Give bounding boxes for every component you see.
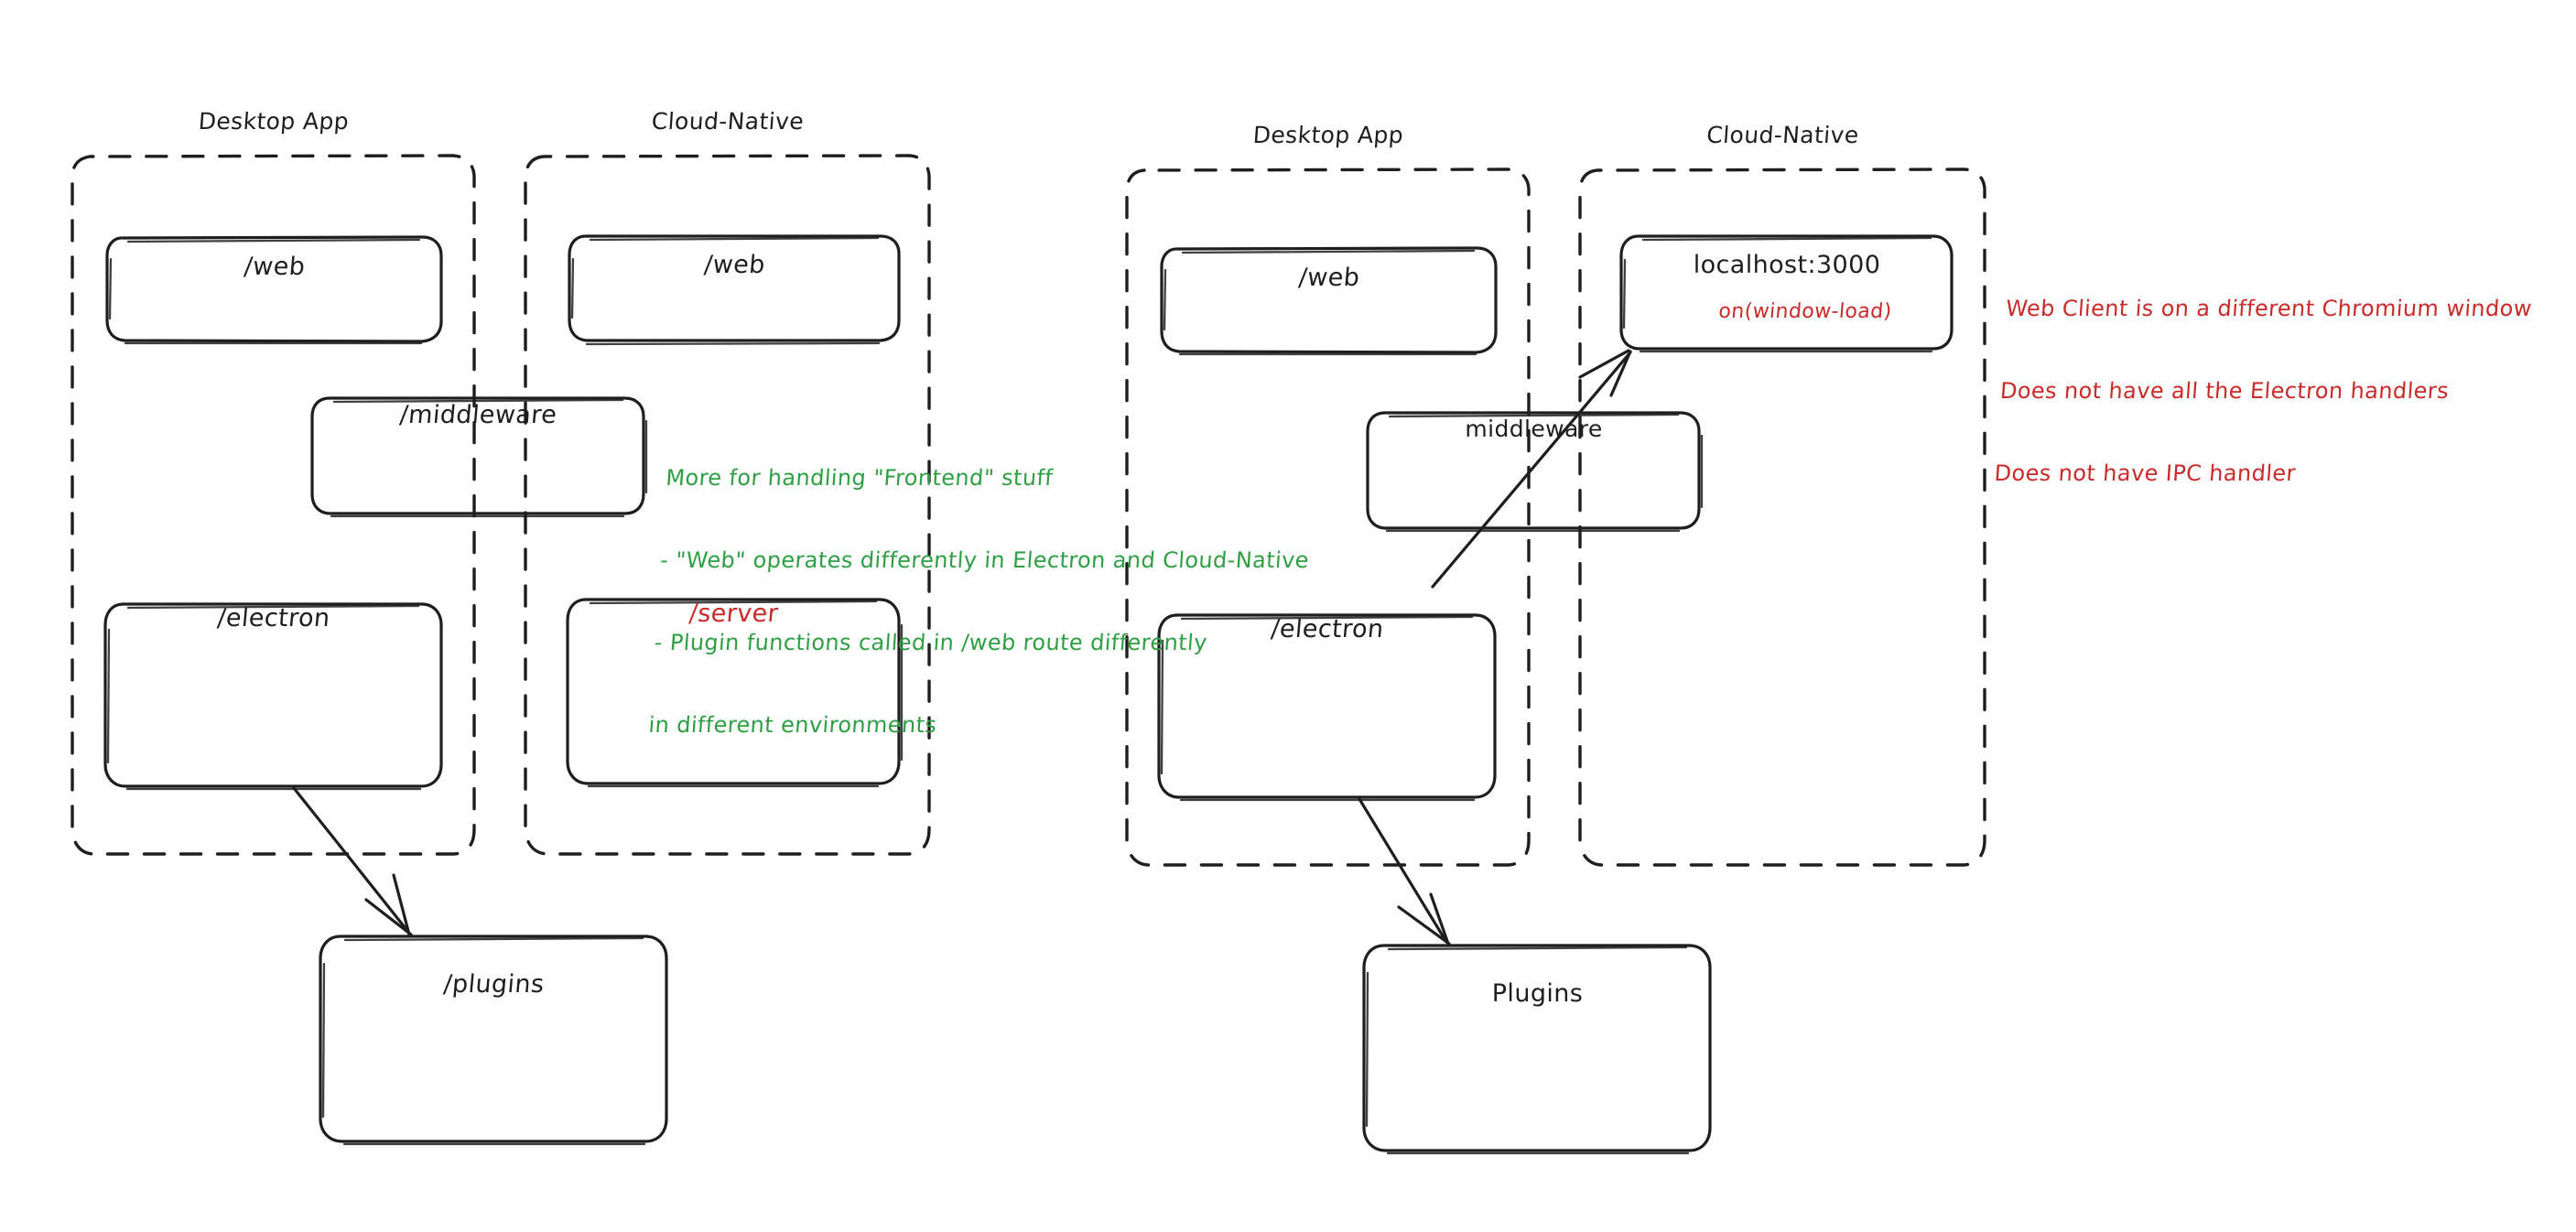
left-middleware-label: /middleware: [398, 401, 558, 429]
green-note-line-1: More for handling "Frontend" stuff: [665, 465, 1055, 491]
left-cloud-web-shape: [568, 234, 901, 346]
left-plugins-shape: [319, 935, 668, 1146]
right-desktop-web-shape: [1160, 246, 1498, 356]
left-cloud-web-label: /web: [702, 251, 767, 279]
left-green-note: More for handling "Frontend" stuff - "We…: [644, 409, 1319, 794]
red-note-line-2: Does not have all the Electron handlers: [1999, 378, 2451, 404]
left-server-shape: [566, 598, 904, 788]
right-cloud-native-title: Cloud-Native: [1705, 122, 1860, 148]
right-plugins-shape: [1362, 944, 1712, 1155]
arrow-right-electron-to-localhost: [1431, 349, 1632, 589]
right-desktop-web-label: /web: [1297, 264, 1361, 292]
right-desktop-app-container: [1125, 168, 1531, 867]
right-localhost-sublabel: on(window-load): [1717, 300, 1893, 323]
left-desktop-app-title: Desktop App: [197, 108, 351, 135]
left-electron-label: /electron: [216, 604, 331, 632]
left-desktop-web-shape: [105, 235, 443, 345]
right-cloud-native-container: [1578, 168, 1986, 867]
green-note-line-2: - "Web" operates differently in Electron…: [659, 547, 1310, 573]
left-electron-shape: [103, 602, 443, 791]
left-cloud-native-container: [524, 154, 931, 856]
right-localhost-label: localhost:3000: [1693, 251, 1881, 279]
right-middleware-label: middleware: [1465, 416, 1603, 442]
right-localhost-shape: [1619, 234, 1954, 353]
left-plugins-label: /plugins: [442, 970, 546, 999]
right-electron-shape: [1157, 613, 1497, 802]
left-desktop-web-label: /web: [243, 253, 307, 281]
right-desktop-app-title: Desktop App: [1251, 122, 1405, 148]
red-note-line-1: Web Client is on a different Chromium wi…: [2005, 296, 2533, 321]
arrow-right-electron-to-plugins: [1358, 797, 1451, 946]
left-desktop-app-container: [70, 154, 476, 856]
right-electron-label: /electron: [1270, 615, 1385, 643]
arrow-left-electron-to-plugins: [292, 786, 413, 936]
red-note-line-3: Does not have IPC handler: [1993, 460, 2297, 486]
right-plugins-label: Plugins: [1491, 979, 1584, 1008]
green-note-line-4: in different environments: [647, 712, 938, 738]
left-cloud-native-title: Cloud-Native: [650, 108, 806, 135]
right-red-note: Web Client is on a different Chromium wi…: [1989, 240, 2537, 542]
left-middleware-shape: [310, 396, 648, 518]
right-middleware-shape: [1366, 411, 1704, 533]
